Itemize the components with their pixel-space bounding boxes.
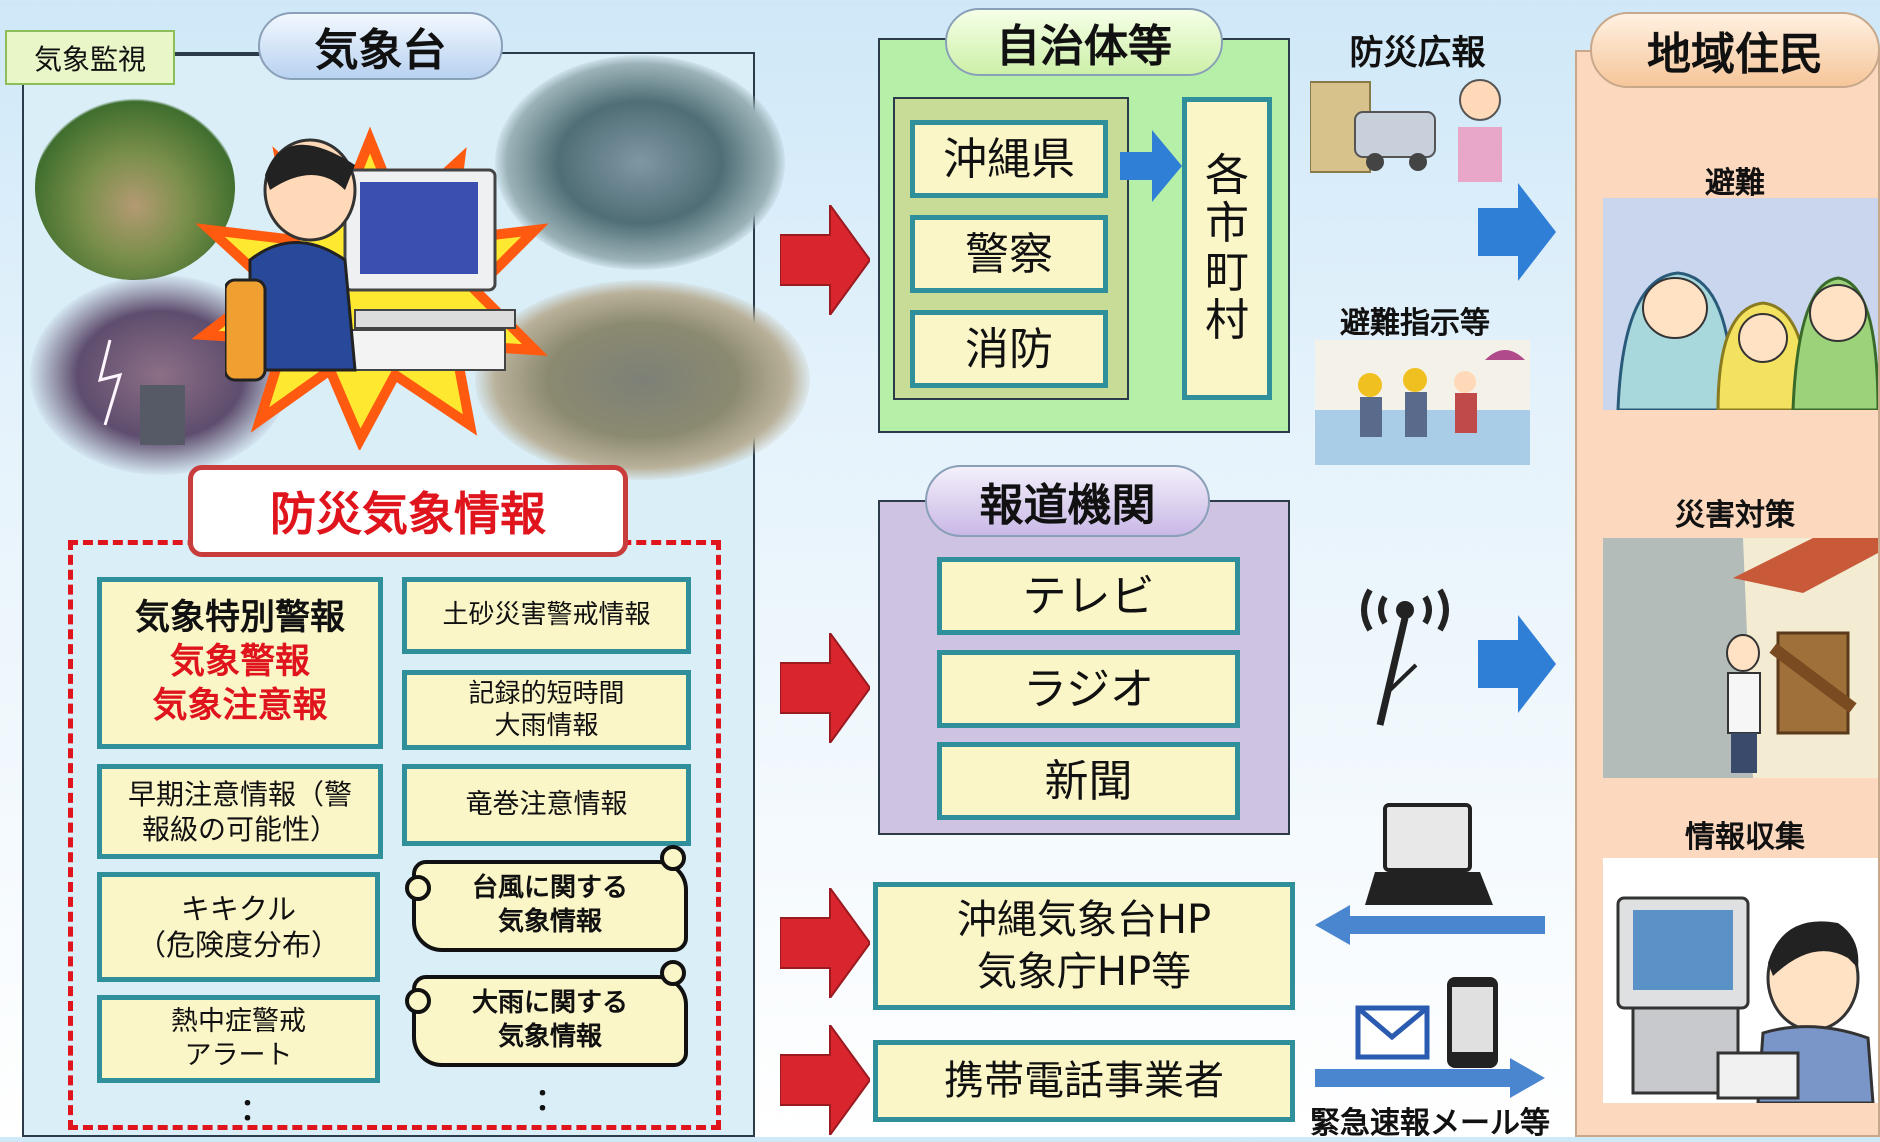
info-title: 防災気象情報	[188, 465, 628, 557]
blue-arrow-to-residents-top	[1478, 183, 1556, 281]
mobile-carrier-box: 携帯電話事業者	[873, 1040, 1295, 1122]
heatstroke-box: 熱中症警戒 アラート	[97, 995, 380, 1083]
heavy-rain-scroll: 大雨に関する 気象情報	[412, 975, 688, 1067]
coast-damage-photo	[495, 55, 785, 270]
typhoon-scroll: 台風に関する 気象情報	[412, 860, 688, 952]
kikikuru-box: キキクル （危険度分布）	[97, 872, 380, 982]
tv-watching-illustration	[1603, 858, 1878, 1103]
jma-title: 気象台	[258, 12, 503, 80]
blue-arrow-to-cities	[1120, 130, 1182, 202]
media-title: 報道機関	[925, 465, 1210, 537]
mail-icon	[1355, 1005, 1430, 1060]
landslide-photo	[35, 95, 235, 280]
special-warning-label: 気象特別警報	[134, 598, 345, 639]
web-box: 沖縄気象台HP 気象庁HP等	[873, 882, 1295, 1010]
blue-arrow-to-residents-middle	[1478, 615, 1556, 713]
disaster-countermeasure-label: 災害対策	[1675, 498, 1795, 533]
blue-arrow-left-web	[1315, 905, 1545, 945]
ellipsis-left: ：	[240, 1093, 270, 1128]
monitoring-tag: 気象監視	[5, 30, 175, 85]
municipalities-box: 各 市 町 村	[1182, 97, 1272, 400]
advisory-label: 気象注意報	[152, 685, 328, 726]
newspaper-box: 新聞	[937, 742, 1240, 820]
evacuation-label: 避難	[1705, 166, 1765, 201]
disaster-pr-label: 防災広報	[1349, 33, 1486, 73]
scroll-curl-icon	[660, 960, 686, 986]
radio-tower-icon	[1361, 588, 1449, 726]
radio-box: ラジオ	[937, 650, 1240, 728]
early-warning-box: 早期注意情報（警 報級の可能性）	[97, 764, 383, 859]
red-arrow-to-municipal	[780, 205, 870, 315]
okinawa-prefecture-box: 沖縄県	[910, 120, 1108, 198]
monitoring-tag-label: 気象監視	[33, 42, 146, 76]
blue-arrow-right-mail	[1315, 1058, 1545, 1098]
info-collection-label: 情報収集	[1685, 820, 1805, 855]
evacuation-order-label: 避難指示等	[1340, 306, 1490, 341]
evacuating-residents-illustration	[1603, 198, 1878, 410]
monitoring-connector	[175, 54, 260, 56]
ellipsis-right: ：	[535, 1083, 565, 1118]
sediment-box: 土砂災害警戒情報	[402, 577, 691, 654]
record-heavy-rain-box: 記録的短時間 大雨情報	[402, 670, 691, 750]
fire-dept-box: 消防	[910, 310, 1108, 388]
lightning-icon	[97, 339, 185, 445]
evacuation-guidance-illustration	[1315, 340, 1530, 465]
forecaster-illustration	[225, 138, 516, 382]
scroll-curl-icon	[405, 988, 431, 1014]
tornado-box: 竜巻注意情報	[402, 764, 691, 846]
red-arrow-to-web	[780, 888, 870, 998]
emergency-mail-label: 緊急速報メール等	[1310, 1106, 1550, 1141]
warning-label: 気象警報	[169, 642, 310, 683]
scroll-curl-icon	[405, 875, 431, 901]
laptop-icon	[1365, 803, 1493, 905]
red-arrow-to-mobile	[780, 1025, 870, 1135]
red-arrow-to-media	[780, 633, 870, 743]
scroll-curl-icon	[660, 845, 686, 871]
smartphone-icon	[1447, 977, 1498, 1068]
pr-van-illustration	[1310, 79, 1502, 182]
residents-title: 地域住民	[1590, 12, 1880, 88]
flood-photo	[475, 280, 810, 480]
tv-box: テレビ	[937, 557, 1240, 635]
municipal-title: 自治体等	[945, 8, 1223, 76]
police-box: 警察	[910, 215, 1108, 293]
boarding-window-illustration	[1603, 538, 1878, 778]
warnings-box: 気象特別警報 気象警報 気象注意報	[97, 577, 383, 749]
